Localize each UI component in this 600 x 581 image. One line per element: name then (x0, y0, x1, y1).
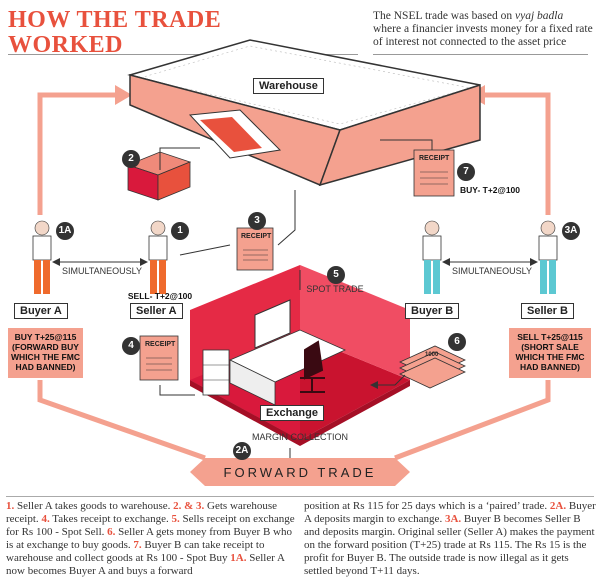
badge-5: 5 (327, 266, 345, 284)
footer-right-text: position at Rs 115 for 25 days which is … (304, 500, 596, 578)
page-title: HOW THE TRADE WORKED (8, 7, 222, 58)
seller-a-trade-text: SELL- T+2@100 (127, 291, 193, 301)
footer-left-step-text: Sells receipt on exchange for Rs 100 - S… (6, 513, 295, 538)
footer-right-step-number: 2A. (549, 500, 567, 512)
footer-left-step-text: Gets warehouse receipt. (6, 500, 277, 525)
forward-band-right-tip (395, 458, 410, 486)
cash-stack-icon (399, 345, 466, 389)
trade-diagram (8, 39, 591, 486)
right-loop-arrow (485, 92, 551, 215)
left-loop-arrow (37, 92, 115, 215)
receipt-3-arrow (277, 190, 296, 246)
receipt-4-icon (139, 335, 179, 381)
spot-trade-label: SPOT TRADE (306, 284, 364, 294)
receipt-3-icon (236, 227, 274, 271)
receipt-3-text: RECEIPT (241, 233, 272, 240)
footer-left-step-number: 1. (6, 500, 15, 512)
footer-left-step-text: Seller A now becomes Buyer A and buys a … (6, 552, 285, 577)
footer-left-step-text: Seller A gets money from Buyer B who is … (6, 526, 292, 551)
footer-left-step-number: 4. (41, 513, 50, 525)
exchange-monitor (254, 299, 291, 349)
intro-text: The NSEL trade was based on vyaj badla w… (373, 10, 593, 49)
forward-band-left-tip (190, 458, 205, 486)
badge-1: 1 (171, 222, 189, 240)
receipt-4-arrow (159, 385, 195, 396)
footer-left-step-text: Takes receipt to exchange. (49, 513, 172, 525)
badge-2: 2 (122, 150, 140, 168)
footer-left-step-number: 7. (133, 539, 142, 551)
buyer-a-figure (32, 220, 52, 294)
badge-3a: 3A (562, 222, 580, 240)
forward-loop-arrows (37, 92, 551, 461)
buyer-a-trade-box (8, 328, 83, 378)
seller-to-receipt-arrow (179, 244, 231, 256)
footer-left-step-number: 1A. (230, 552, 247, 564)
warehouse-right-wall (318, 83, 481, 187)
warehouse-door (200, 117, 262, 152)
seller-b-trade-box (509, 328, 591, 378)
exchange-cabinet (202, 349, 230, 396)
receipt-7-text: RECEIPT (419, 155, 450, 162)
footer-left-text: 1. Seller A takes goods to warehouse. 2.… (6, 500, 296, 578)
exchange-chair (300, 340, 325, 393)
intro-rule (373, 54, 588, 55)
buyer-b-figure (422, 220, 442, 294)
footer-rule (6, 496, 594, 497)
seller-b-label: Seller B (521, 303, 574, 319)
exchange-right-wall (300, 265, 410, 380)
warehouse-illustration (127, 39, 481, 187)
badge-2a: 2A (233, 442, 251, 460)
badge-7: 7 (457, 163, 475, 181)
buyer-a-label: Buyer A (14, 303, 68, 319)
badge-6: 6 (448, 333, 466, 351)
footer-right-step-text: Buyer B becomes Seller B and deposits ma… (304, 513, 595, 577)
simultaneously-left-label: SIMULTANEOUSLY (62, 266, 143, 276)
footer-left-step-number: 2. & 3. (173, 500, 205, 512)
warehouse-roof-stripes (138, 45, 471, 125)
seller-a-label: Seller A (130, 303, 183, 319)
receipt-7-arrow (380, 139, 433, 150)
exchange-label: Exchange (260, 405, 324, 421)
buyer-b-label: Buyer B (405, 303, 460, 319)
goods-to-warehouse-arrow (159, 147, 200, 170)
seller-a-figure (148, 220, 168, 294)
right-lower-arrow (394, 380, 551, 461)
left-lower-arrow (37, 380, 206, 461)
seller-b-trade-text: SELL T+25@115 (SHORT SALE WHICH THE FMC … (515, 332, 585, 372)
forward-trade-label: FORWARD TRADE (223, 465, 377, 480)
warehouse-label: Warehouse (253, 78, 324, 94)
footer-left-step-number: 6. (107, 526, 116, 538)
footer-left-step-text: Buyer B can take receipt to warehouse an… (6, 539, 265, 564)
receipt-4-text: RECEIPT (145, 341, 176, 348)
intro-emphasis: vyaj badla (515, 10, 564, 22)
forward-trade-band (205, 458, 395, 486)
badge-1a: 1A (56, 222, 74, 240)
badge-4: 4 (122, 337, 140, 355)
footer-right-step-text: position at Rs 115 for 25 days which is … (304, 500, 550, 512)
badge-3: 3 (248, 212, 266, 230)
margin-collection-label: MARGIN COLLECTION (251, 432, 348, 442)
goods-crate-icon (126, 151, 192, 201)
buyer-b-trade-text: BUY- T+2@100 (459, 185, 521, 195)
cash-to-seller-arrow (378, 374, 406, 386)
intro-after: where a financier invests money for a fi… (373, 23, 593, 48)
footer-left-step-number: 5. (171, 513, 180, 525)
seller-b-figure (538, 220, 558, 294)
footer-left-step-text: Seller A takes goods to warehouse. (14, 500, 174, 512)
simultaneously-right-label: SIMULTANEOUSLY (452, 266, 533, 276)
cash-label: 1000 (425, 352, 439, 358)
receipt-7-icon (413, 149, 455, 197)
title-rule (8, 54, 358, 55)
buyer-a-trade-text: BUY T+25@115 (FORWARD BUY WHICH THE FMC … (11, 332, 80, 372)
footer-right-step-number: 3A. (444, 513, 462, 525)
footer-right-step-text: Buyer A deposits margin to exchange. (304, 500, 596, 525)
intro-before: The NSEL trade was based on (373, 10, 516, 22)
left-loop-arrowhead (115, 85, 132, 105)
